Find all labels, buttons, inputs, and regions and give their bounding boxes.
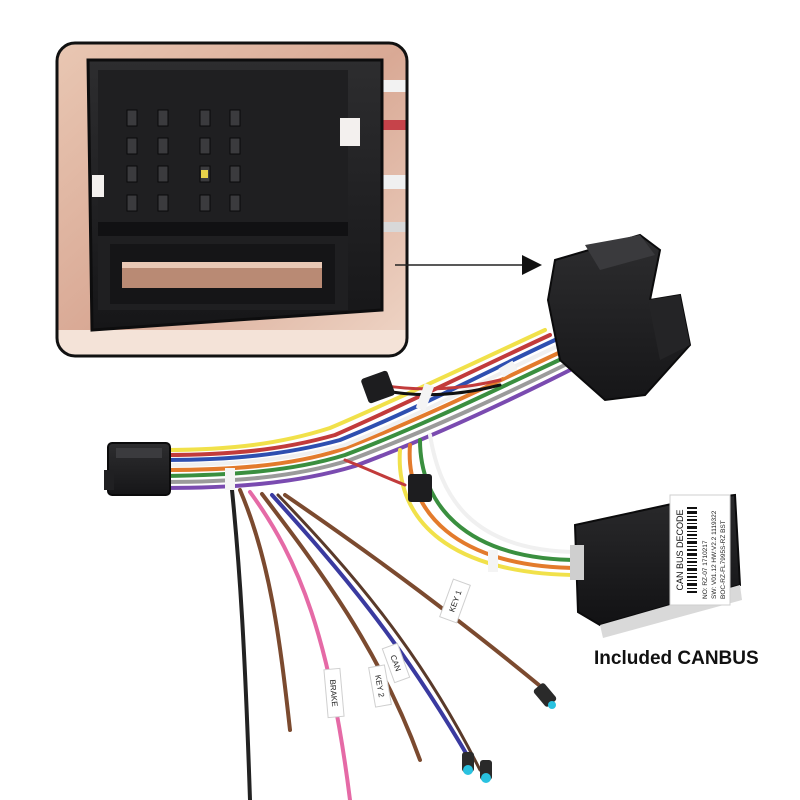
cable-ties	[225, 360, 518, 572]
wire-tag-key1: KEY 1	[439, 578, 471, 624]
small-connector-top	[361, 370, 395, 404]
wire-tag-brake: BRAKE	[323, 667, 345, 719]
connector-closeup-inset	[55, 41, 409, 358]
wire-terminal-tips	[462, 683, 557, 783]
svg-text:BRAKE: BRAKE	[328, 679, 339, 707]
wire-tag-key2: KEY 2	[368, 664, 392, 708]
svg-text:KEY 2: KEY 2	[373, 674, 386, 698]
quadlock-connector	[546, 233, 692, 402]
small-connector-middle	[408, 474, 432, 502]
module-label-line1: NO: RZ-07 1710217	[702, 540, 709, 599]
module-label-line2: SW: V01.12 HW:V2.2 1119322	[711, 510, 718, 599]
headunit-16pin-connector	[104, 442, 171, 496]
canbus-decoder-box: CAN BUS DECODE NO: RZ-07 1710217 SW: V01…	[570, 493, 742, 638]
pointer-arrow	[395, 255, 542, 275]
canbus-caption: Included CANBUS	[594, 648, 759, 669]
module-label-title: CAN BUS DECODE	[675, 509, 685, 590]
module-label-line3: BOC-RZ-FL7995S-RZ BST	[720, 520, 727, 599]
wire-tag-can: CAN	[381, 642, 411, 684]
